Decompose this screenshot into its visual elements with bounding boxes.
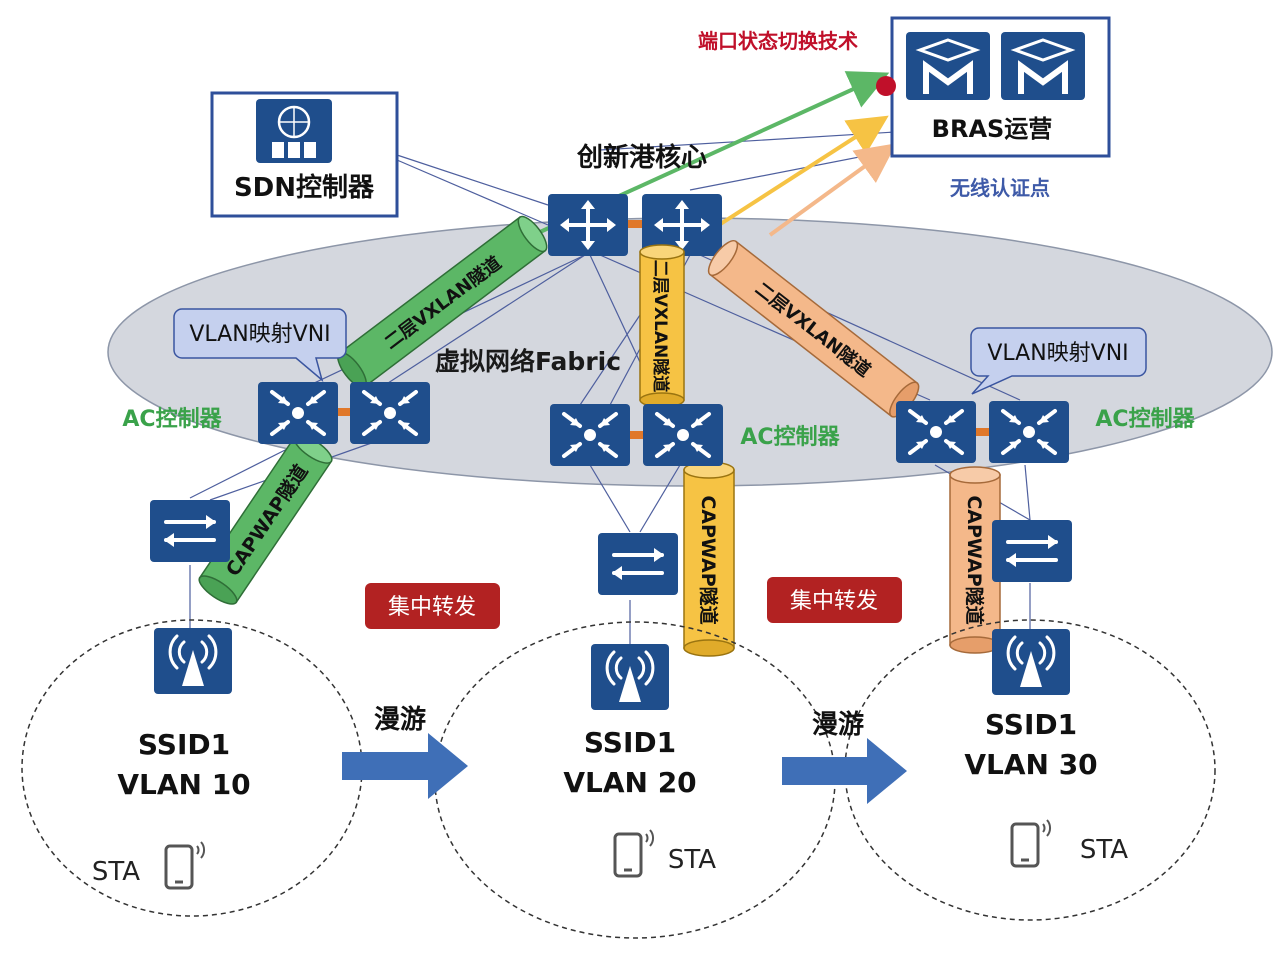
tunnel-label: CAPWAP隧道 (963, 495, 986, 624)
ac-controller-icon (894, 399, 978, 465)
ac-controller-icon (987, 399, 1071, 465)
cell1-ssid: SSID1 (138, 728, 230, 761)
roam-arrow-2: 漫游 (782, 710, 907, 804)
roam-label: 漫游 (374, 705, 426, 735)
cell3-ssid: SSID1 (985, 708, 1077, 741)
ac-label-right: AC控制器 (1095, 406, 1195, 432)
bras-label: BRAS运营 (932, 115, 1053, 143)
ac-pair-right (894, 399, 1071, 465)
sta-label: STA (668, 845, 716, 875)
port-switch-label: 端口状态切换技术 (698, 29, 858, 53)
wireless-auth-label: 无线认证点 (950, 176, 1050, 200)
ac-label-mid: AC控制器 (740, 424, 840, 450)
access-switch-icon (990, 518, 1074, 584)
vlan-vni-callout-right: VLAN映射VNI (970, 327, 1147, 395)
sdn-label: SDN控制器 (234, 173, 375, 203)
tunnel-label: 二层VXLAN隧道 (650, 260, 671, 392)
ac-controller-icon (256, 380, 340, 446)
arrow-orange (768, 143, 897, 237)
vlan-vni-label: VLAN映射VNI (189, 322, 330, 347)
sta-label: STA (1080, 835, 1128, 865)
tunnel-orange-capwap: CAPWAP隧道 (949, 466, 1001, 654)
fabric-label: 虚拟网络Fabric (435, 347, 621, 376)
cell1-vlan: VLAN 10 (117, 768, 250, 801)
central-forward-label: 集中转发 (388, 595, 476, 620)
bras-server-icon (1001, 32, 1085, 100)
tunnel-yellow-vxlan: 二层VXLAN隧道 (639, 244, 685, 408)
phone-icon (613, 828, 655, 878)
access-switch-icon (596, 531, 680, 597)
bras-box: BRAS运营 (890, 16, 1111, 158)
access-point-icon (990, 627, 1072, 697)
cell3-vlan: VLAN 30 (964, 748, 1097, 781)
ac-controller-icon (548, 402, 632, 468)
access-point-icon (152, 626, 234, 696)
phone-icon (164, 840, 206, 890)
port-dot (876, 76, 896, 96)
roam-arrow-1: 漫游 (342, 705, 468, 799)
access-switch-icon (148, 498, 232, 564)
ac-controller-icon (348, 380, 432, 446)
central-forward-badge-1: 集中转发 (365, 583, 500, 629)
tunnel-label: CAPWAP隧道 (697, 495, 720, 624)
ac-pair-mid (548, 402, 725, 468)
cell-3 (844, 619, 1216, 921)
ac-controller-icon (641, 402, 725, 468)
bras-server-icon (906, 32, 990, 100)
sta-label: STA (92, 857, 140, 887)
core-router-icon (546, 192, 630, 258)
access-point-icon (589, 642, 671, 712)
vlan-vni-callout-left: VLAN映射VNI (173, 308, 347, 383)
core-label: 创新港核心 (576, 142, 707, 173)
vlan-vni-label: VLAN映射VNI (987, 341, 1128, 366)
roam-label: 漫游 (812, 710, 864, 740)
ac-pair-left (256, 380, 432, 446)
cell2-ssid: SSID1 (584, 726, 676, 759)
central-forward-label: 集中转发 (790, 589, 878, 614)
central-forward-badge-2: 集中转发 (767, 577, 902, 623)
phone-icon (1010, 818, 1052, 868)
cell2-vlan: VLAN 20 (563, 766, 696, 799)
ac-label-left: AC控制器 (122, 406, 222, 432)
sdn-controller: SDN控制器 (210, 91, 399, 218)
tunnel-yellow-capwap: CAPWAP隧道 (683, 461, 735, 657)
